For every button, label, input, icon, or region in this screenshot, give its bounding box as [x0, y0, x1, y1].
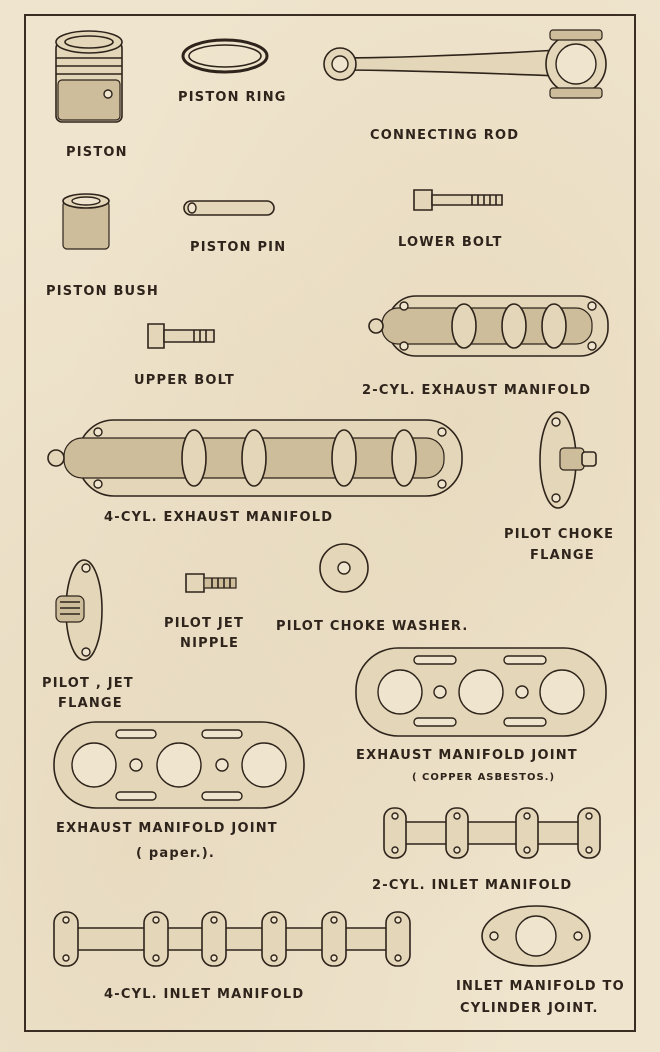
inlet-manifold-2cyl-label: 2-CYL. INLET MANIFOLD: [372, 878, 573, 893]
exhaust-joint-paper-label-line2: ( paper.).: [136, 846, 216, 861]
pilot-choke-washer-illustration: [318, 542, 370, 594]
pilot-choke-washer-label: PILOT CHOKE WASHER.: [276, 619, 469, 634]
connecting-rod-label: CONNECTING ROD: [370, 128, 520, 143]
exhaust-joint-copper-label-line1: EXHAUST MANIFOLD JOINT: [356, 748, 578, 763]
pilot-choke-flange-illustration: [536, 408, 600, 512]
page-border: [24, 14, 636, 1032]
piston-illustration: [50, 28, 130, 128]
inlet-cylinder-joint-label-line2: CYLINDER JOINT.: [460, 1001, 599, 1016]
inlet-manifold-2cyl-illustration: [382, 804, 604, 862]
piston-pin-label: PISTON PIN: [190, 240, 287, 255]
lower-bolt-label: LOWER BOLT: [398, 235, 503, 250]
pilot-jet-nipple-label-line2: NIPPLE: [180, 636, 240, 651]
connecting-rod-illustration: [318, 28, 610, 100]
pilot-jet-flange-label-line1: PILOT , JET: [42, 676, 134, 691]
upper-bolt-illustration: [146, 320, 216, 352]
exhaust-joint-paper-illustration: [52, 720, 306, 810]
piston-pin-illustration: [182, 198, 276, 218]
exhaust-manifold-4cyl-label: 4-CYL. EXHAUST MANIFOLD: [104, 510, 334, 525]
piston-ring-illustration: [180, 36, 270, 76]
inlet-manifold-4cyl-illustration: [52, 908, 412, 970]
piston-bush-illustration: [60, 193, 112, 255]
exhaust-joint-copper-label-line2: ( COPPER ASBESTOS.): [412, 772, 556, 783]
exhaust-manifold-2cyl-illustration: [364, 294, 612, 360]
upper-bolt-label: UPPER BOLT: [134, 373, 235, 388]
pilot-jet-nipple-label-line1: PILOT JET: [164, 616, 245, 631]
piston-label: PISTON: [66, 145, 128, 160]
pilot-choke-flange-label-line1: PILOT CHOKE: [504, 527, 615, 542]
inlet-manifold-4cyl-label: 4-CYL. INLET MANIFOLD: [104, 987, 305, 1002]
piston-bush-label: PISTON BUSH: [46, 284, 159, 299]
exhaust-joint-paper-label-line1: EXHAUST MANIFOLD JOINT: [56, 821, 278, 836]
pilot-jet-flange-label-line2: FLANGE: [58, 696, 123, 711]
exhaust-manifold-2cyl-label: 2-CYL. EXHAUST MANIFOLD: [362, 383, 592, 398]
piston-ring-label: PISTON RING: [178, 90, 287, 105]
exhaust-joint-copper-illustration: [354, 646, 608, 738]
pilot-jet-flange-illustration: [50, 556, 106, 664]
pilot-choke-flange-label-line2: FLANGE: [530, 548, 595, 563]
inlet-cylinder-joint-label-line1: INLET MANIFOLD TO: [456, 979, 625, 994]
lower-bolt-illustration: [412, 188, 504, 212]
pilot-jet-nipple-illustration: [184, 572, 238, 594]
exhaust-manifold-4cyl-illustration: [44, 416, 466, 500]
inlet-cylinder-joint-illustration: [480, 904, 592, 968]
